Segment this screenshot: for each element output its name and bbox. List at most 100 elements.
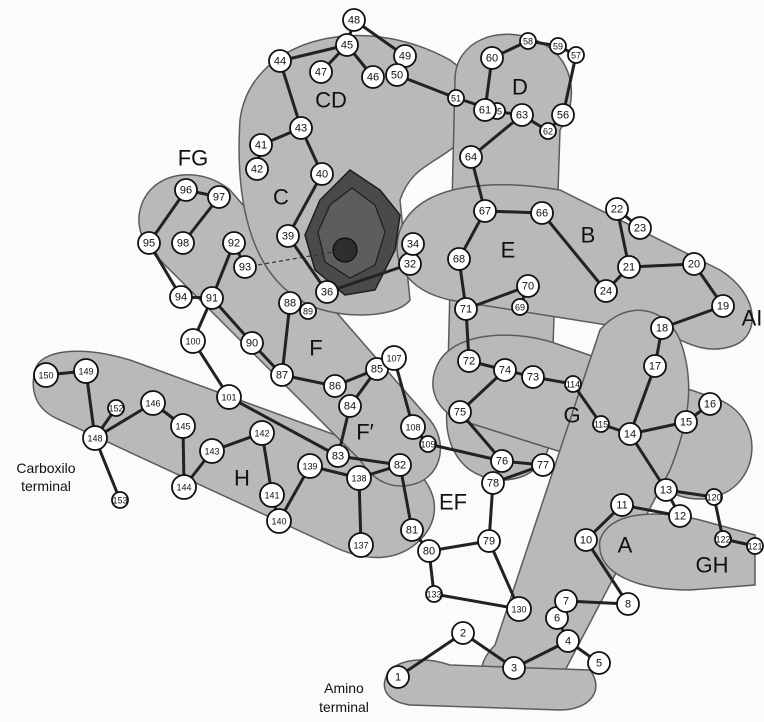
residue-86: 86 — [324, 375, 346, 397]
helix-label-d: D — [512, 75, 528, 100]
residue-149: 149 — [74, 359, 98, 383]
residue-number: 8 — [625, 599, 631, 611]
residue-3: 3 — [503, 657, 525, 679]
residue-number: 89 — [303, 307, 313, 317]
residue-number: 121 — [747, 542, 762, 552]
residue-5: 5 — [588, 652, 610, 674]
residue-number: 81 — [406, 525, 418, 537]
residue-number: 12 — [674, 511, 686, 523]
amino-terminal-label-line2: terminal — [319, 699, 369, 715]
helix-label-cd: CD — [315, 88, 347, 113]
residue-number: 77 — [537, 460, 549, 472]
residue-122: 122 — [715, 531, 731, 547]
residue-32: 32 — [399, 253, 421, 275]
residue-number: 63 — [516, 110, 528, 122]
residue-number: 130 — [511, 605, 526, 615]
residue-114: 114 — [565, 376, 581, 392]
residue-number: 88 — [284, 298, 296, 310]
carboxyl-terminal-label-line1: Carboxilo — [16, 460, 75, 476]
residue-146: 146 — [141, 391, 165, 415]
residue-109: 109 — [420, 436, 436, 452]
residue-68: 68 — [448, 248, 470, 270]
residue-number: 75 — [454, 407, 466, 419]
residue-58: 58 — [520, 33, 536, 49]
residue-23: 23 — [629, 217, 651, 239]
residue-98: 98 — [172, 232, 194, 254]
residue-number: 24 — [600, 286, 612, 298]
residue-number: 41 — [255, 140, 267, 152]
residue-71: 71 — [455, 298, 477, 320]
residue-14: 14 — [619, 423, 641, 445]
residue-number: 144 — [176, 483, 191, 493]
residue-62: 62 — [540, 123, 556, 139]
residue-57: 57 — [568, 47, 584, 63]
residue-96: 96 — [175, 179, 197, 201]
residue-108: 108 — [401, 415, 425, 439]
residue-120: 120 — [706, 489, 722, 505]
residue-91: 91 — [201, 287, 223, 309]
residue-number: 92 — [228, 238, 240, 250]
residue-87: 87 — [271, 364, 293, 386]
residue-84: 84 — [339, 395, 361, 417]
residue-number: 100 — [185, 337, 200, 347]
helix-label-c: C — [273, 185, 289, 210]
residue-number: 91 — [206, 293, 218, 305]
residue-number: 6 — [554, 613, 560, 625]
residue-number: 152 — [108, 404, 123, 414]
residue-number: 83 — [332, 451, 344, 463]
residue-number: 140 — [271, 517, 286, 527]
residue-number: 67 — [479, 206, 491, 218]
residue-92: 92 — [223, 232, 245, 254]
residue-number: 46 — [367, 72, 379, 84]
residue-4: 4 — [557, 630, 579, 652]
residue-88: 88 — [279, 292, 301, 314]
residue-number: 32 — [404, 259, 416, 271]
residue-78: 78 — [482, 472, 504, 494]
residue-44: 44 — [269, 50, 291, 72]
residue-48: 48 — [343, 9, 365, 31]
residue-number: 58 — [523, 37, 533, 47]
residue-70: 70 — [517, 275, 539, 297]
residue-number: 149 — [78, 367, 93, 377]
residue-number: 137 — [353, 541, 368, 551]
residue-number: 4 — [565, 636, 571, 648]
residue-39: 39 — [277, 225, 299, 247]
residue-number: 74 — [499, 365, 511, 377]
residue-number: 86 — [329, 381, 341, 393]
residue-143: 143 — [200, 439, 224, 463]
residue-number: 39 — [282, 231, 294, 243]
residue-115: 115 — [593, 416, 609, 432]
residue-8: 8 — [617, 593, 639, 615]
residue-140: 140 — [267, 509, 291, 533]
residue-64: 64 — [460, 146, 482, 168]
residue-number: 94 — [175, 292, 187, 304]
residue-66: 66 — [531, 202, 553, 224]
residue-61: 61 — [474, 99, 496, 121]
residue-2: 2 — [452, 622, 474, 644]
residue-90: 90 — [241, 332, 263, 354]
residue-number: 109 — [420, 440, 435, 450]
residue-number: 148 — [87, 434, 102, 444]
residue-number: 145 — [175, 422, 190, 432]
residue-number: 98 — [177, 238, 189, 250]
residue-number: 14 — [624, 429, 636, 441]
residue-number: 51 — [451, 94, 461, 104]
residue-number: 79 — [483, 536, 495, 548]
residue-number: 22 — [611, 204, 623, 216]
residue-number: 80 — [423, 546, 435, 558]
residue-number: 11 — [616, 500, 627, 512]
residue-56: 56 — [552, 104, 574, 126]
residue-number: 70 — [522, 281, 534, 293]
residue-47: 47 — [310, 61, 332, 83]
helix-label-h: H — [234, 466, 250, 491]
residue-13: 13 — [655, 479, 677, 501]
residue-number: 72 — [463, 356, 475, 368]
residue-number: 34 — [407, 239, 419, 251]
residue-20: 20 — [683, 253, 705, 275]
helix-label-ab: AI — [742, 306, 763, 331]
residue-number: 49 — [399, 51, 411, 63]
residue-number: 40 — [316, 169, 328, 181]
residue-40: 40 — [311, 163, 333, 185]
